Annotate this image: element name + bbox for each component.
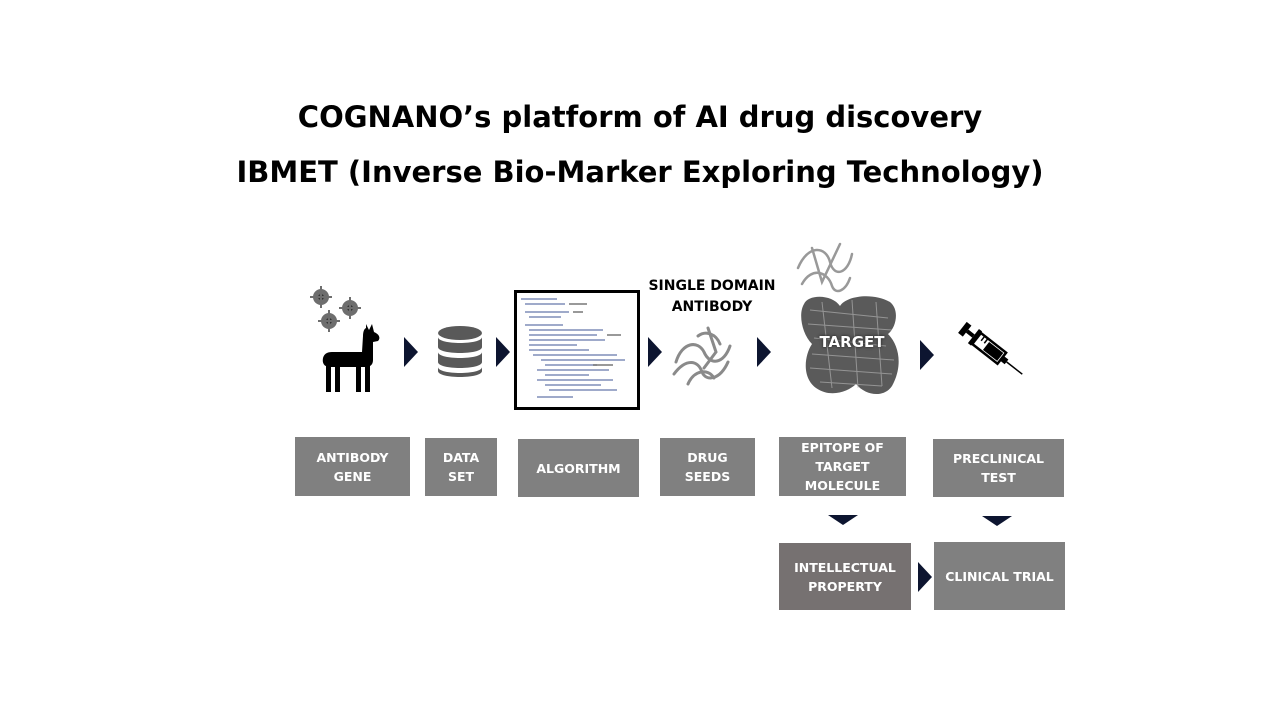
intellectual-property-label: INTELLECTUAL PROPERTY bbox=[794, 559, 896, 594]
arrow-down-icon bbox=[982, 516, 1012, 526]
target-protein-icon bbox=[796, 242, 899, 395]
arrow-right-icon bbox=[648, 337, 662, 367]
algorithm-label: ALGORITHM bbox=[536, 460, 621, 476]
arrow-right-icon bbox=[496, 337, 510, 367]
cells-icon bbox=[310, 286, 361, 332]
target-label: TARGET bbox=[819, 333, 885, 351]
data-set-box: DATA SET bbox=[425, 438, 497, 496]
clinical-trial-label: CLINICAL TRIAL bbox=[945, 568, 1054, 584]
llama-icon bbox=[322, 324, 380, 392]
epitope-box: EPITOPE OF TARGET MOLECULE bbox=[779, 437, 906, 496]
antibody-gene-label: ANTIBODY GENE bbox=[316, 449, 389, 484]
preclinical-test-box: PRECLINICAL TEST bbox=[933, 439, 1064, 497]
code-screenshot-icon bbox=[514, 290, 640, 410]
antibody-structure-icon bbox=[672, 326, 732, 386]
clinical-trial-box: CLINICAL TRIAL bbox=[934, 542, 1065, 610]
arrow-right-icon bbox=[404, 337, 418, 367]
antibody-gene-box: ANTIBODY GENE bbox=[295, 437, 410, 496]
data-set-label: DATA SET bbox=[442, 450, 480, 484]
arrow-right-icon bbox=[757, 337, 771, 367]
drug-seeds-label: DRUG SEEDS bbox=[684, 450, 731, 484]
arrow-right-icon bbox=[918, 562, 932, 592]
database-icon bbox=[438, 326, 482, 377]
title-line-1: COGNANO’s platform of AI drug discovery bbox=[297, 100, 983, 134]
algorithm-box: ALGORITHM bbox=[518, 439, 639, 497]
arrow-right-icon bbox=[920, 340, 934, 370]
arrow-down-icon bbox=[828, 515, 858, 525]
drug-seeds-box: DRUG SEEDS bbox=[660, 438, 755, 496]
syringe-icon bbox=[958, 321, 1023, 375]
title-line-2: IBMET (Inverse Bio-Marker Exploring Tech… bbox=[236, 155, 1044, 189]
intellectual-property-box: INTELLECTUAL PROPERTY bbox=[779, 543, 911, 610]
epitope-label: EPITOPE OF TARGET MOLECULE bbox=[801, 440, 884, 493]
preclinical-test-label: PRECLINICAL TEST bbox=[952, 451, 1045, 485]
single-domain-antibody-caption: SINGLE DOMAIN ANTIBODY bbox=[648, 278, 776, 315]
